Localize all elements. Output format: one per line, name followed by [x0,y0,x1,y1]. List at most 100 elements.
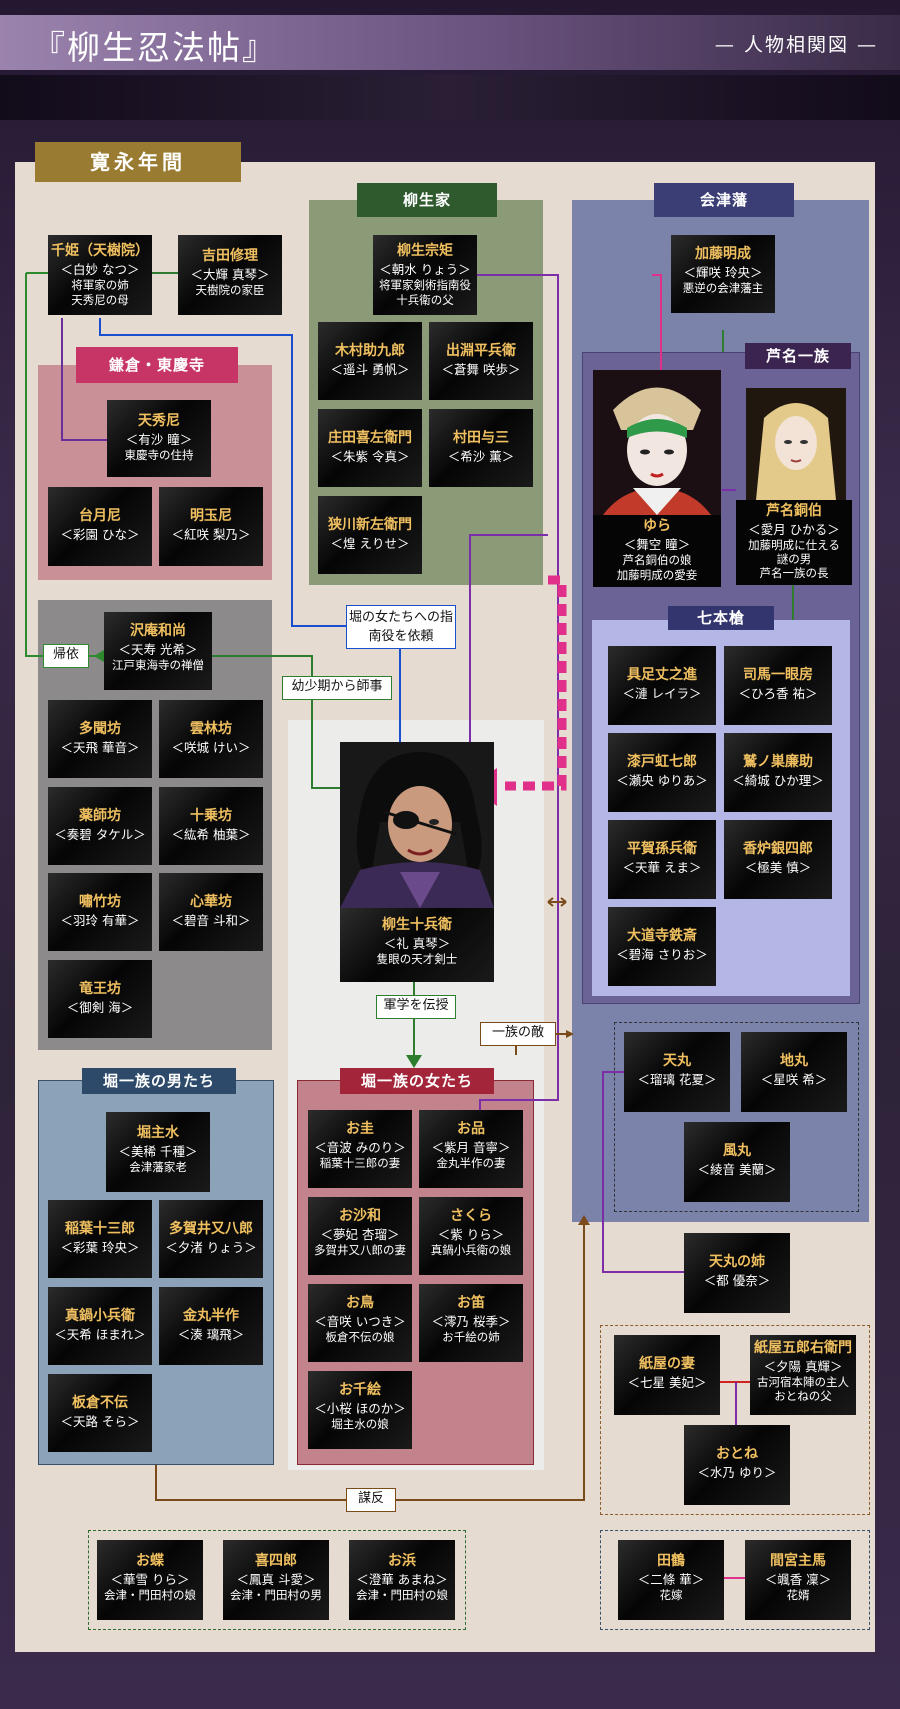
person-tamonbo[interactable]: 多聞坊 ＜天飛 華音＞ [48,700,152,778]
person-murata[interactable]: 村田与三 ＜希沙 薫＞ [429,409,533,487]
person-kamiya-tsuma[interactable]: 紙屋の妻 ＜七星 美妃＞ [614,1335,720,1415]
person-actor: ＜碧海 さりお＞ [616,947,708,962]
person-name: 千姫（天樹院） [51,243,149,259]
person-actor: ＜夕渚 りょう＞ [165,1240,257,1255]
person-actor: ＜夢妃 杏瑠＞ [320,1227,400,1242]
person-okei[interactable]: お圭 ＜音波 みのり＞ 稲葉十三郎の妻 [308,1110,412,1188]
person-desc: 金丸半作の妻 [436,1156,506,1170]
person-name: 稲葉十三郎 [65,1221,135,1237]
person-taigetsuni[interactable]: 台月尼 ＜彩園 ひな＞ [48,487,152,566]
tag-ashina: 芦名一族 [745,343,851,369]
person-taga[interactable]: 多賀井又八郎 ＜夕渚 りょう＞ [159,1200,263,1278]
person-actor: ＜奏碧 タケル＞ [54,827,146,842]
person-daidoji[interactable]: 大道寺鉄斎 ＜碧海 さりお＞ [608,907,716,986]
person-jubei[interactable]: 柳生十兵衛 ＜礼 真琴＞ 隻眼の天才剣士 [340,908,494,982]
person-inaba[interactable]: 稲葉十三郎 ＜彩葉 玲央＞ [48,1200,152,1278]
person-yakushibo[interactable]: 薬師坊 ＜奏碧 タケル＞ [48,787,152,865]
person-actor: ＜白妙 なつ＞ [60,262,140,277]
tag-shichihon: 七本槍 [668,606,774,630]
person-kishiro[interactable]: 喜四郎 ＜鳳真 斗愛＞ 会津・門田村の男 [223,1540,329,1620]
person-urushido[interactable]: 漆戸虹七郎 ＜瀬央 ゆりあ＞ [608,733,716,812]
person-dohaku[interactable]: 芦名銅伯 ＜愛月 ひかる＞ 加藤明成に仕える 謎の男 芦名一族の長 [736,500,852,585]
person-munenori[interactable]: 柳生宗矩 ＜朝水 りょう＞ 将軍家剣術指南役 十兵衛の父 [373,235,477,315]
person-itakura[interactable]: 板倉不伝 ＜天路 そら＞ [48,1374,152,1452]
person-hiraga[interactable]: 平賀孫兵衛 ＜天華 えま＞ [608,820,716,899]
person-horimondo[interactable]: 堀主水 ＜美稀 千種＞ 会津藩家老 [106,1112,210,1192]
person-idebuchi[interactable]: 出淵平兵衛 ＜蒼舞 咲歩＞ [429,322,533,400]
person-desc: 花嫁 [659,1588,683,1602]
person-tazu[interactable]: 田鶴 ＜二條 華＞ 花嫁 [618,1540,724,1620]
line-senhime-takuan [25,272,104,657]
person-name: 板倉不伝 [72,1395,128,1411]
person-gusoku[interactable]: 具足丈之進 ＜漣 レイラ＞ [608,646,716,725]
person-name: 嘯竹坊 [79,894,121,910]
person-otone[interactable]: おとね ＜水乃 ゆり＞ [684,1425,790,1505]
person-actor: ＜輝咲 玲央＞ [683,265,763,280]
brown-arrow-head [578,1215,590,1225]
person-actor: ＜澄華 あまね＞ [356,1572,448,1587]
person-desc: 多賀井又八郎の妻 [314,1243,406,1257]
person-yura[interactable]: ゆら ＜舞空 瞳＞ 芦名銅伯の娘 加藤明成の愛妾 [593,515,721,587]
person-name: 紙屋の妻 [639,1356,695,1372]
person-kato[interactable]: 加藤明成 ＜輝咲 玲央＞ 悪逆の会津藩主 [671,235,775,313]
person-shochikubo[interactable]: 嘯竹坊 ＜羽玲 有華＞ [48,873,152,951]
person-actor: ＜朝水 りょう＞ [379,262,471,277]
person-desc: 芦名銅伯の娘 加藤明成の愛妾 [616,553,698,582]
person-actor: ＜煌 えりせ＞ [330,536,410,551]
person-washinosu[interactable]: 鷲ノ巣廉助 ＜綺城 ひか理＞ [724,733,832,812]
brown-arrow-head2 [566,1030,574,1038]
person-sakura[interactable]: さくら ＜紫 りら＞ 真鍋小兵衛の娘 [419,1197,523,1275]
person-actor: ＜大輝 真琴＞ [190,267,270,282]
person-otori[interactable]: お鳥 ＜音咲 いつき＞ 板倉不伝の娘 [308,1284,412,1362]
person-kanamaru[interactable]: 金丸半作 ＜湊 璃飛＞ [159,1287,263,1365]
person-sayama[interactable]: 狭川新左衛門 ＜煌 えりせ＞ [318,496,422,574]
person-manabe[interactable]: 真鍋小兵衛 ＜天希 ほまれ＞ [48,1287,152,1365]
person-tenmaru-ane[interactable]: 天丸の姉 ＜都 優奈＞ [684,1233,790,1313]
person-jujobo[interactable]: 十乗坊 ＜紘希 柚葉＞ [159,787,263,865]
person-osawa[interactable]: お沙和 ＜夢妃 杏瑠＞ 多賀井又八郎の妻 [308,1197,412,1275]
person-name: 金丸半作 [183,1308,239,1324]
person-unrinbo[interactable]: 雲林坊 ＜咲城 けい＞ [159,700,263,778]
person-shoda[interactable]: 庄田喜左衛門 ＜朱紫 令真＞ [318,409,422,487]
person-name: おとね [716,1446,758,1462]
person-tenshuni[interactable]: 天秀尼 ＜有沙 瞳＞ 東慶寺の住持 [107,400,211,477]
person-kamiya[interactable]: 紙屋五郎右衛門 ＜夕陽 真輝＞ 古河宿本陣の主人 おとねの父 [750,1335,856,1415]
person-ryuobo[interactable]: 竜王坊 ＜御剣 海＞ [48,960,152,1038]
person-senhime[interactable]: 千姫（天樹院） ＜白妙 なつ＞ 将軍家の姉 天秀尼の母 [48,235,152,315]
label-rebellion: 謀反 [346,1488,396,1512]
person-ochie[interactable]: お千絵 ＜小桜 ほのか＞ 堀主水の娘 [308,1371,412,1449]
person-desc: 会津藩家老 [129,1160,187,1174]
person-shinkebo[interactable]: 心華坊 ＜碧音 斗和＞ [159,873,263,951]
line-kato-yura [652,274,662,370]
line-aizu-arrow [547,897,567,907]
person-kimura[interactable]: 木村助九郎 ＜遥斗 勇帆＞ [318,322,422,400]
person-desc: 天樹院の家臣 [195,283,265,297]
person-ohama[interactable]: お浜 ＜澄華 あまね＞ 会津・門田村の娘 [349,1540,455,1620]
person-name: 平賀孫兵衛 [627,841,697,857]
tag-aizu: 会津藩 [654,183,794,217]
person-name: お浜 [388,1553,416,1569]
person-ofue[interactable]: お笛 ＜澪乃 桜季＞ お千絵の姉 [419,1284,523,1362]
person-oshina[interactable]: お品 ＜紫月 音寧＞ 金丸半作の妻 [419,1110,523,1188]
person-actor: ＜天路 そら＞ [60,1414,140,1429]
person-name: 紙屋五郎右衛門 [754,1340,852,1356]
person-name: 加藤明成 [695,246,751,262]
person-name: 鷲ノ巣廉助 [743,754,813,770]
person-chimaru[interactable]: 地丸 ＜星咲 希＞ [741,1032,847,1112]
person-desc: 加藤明成に仕える 謎の男 芦名一族の長 [748,538,840,580]
label-enemy: 一族の敵 [480,1022,556,1046]
person-actor: ＜音咲 いつき＞ [314,1314,406,1329]
person-desc: 江戸東海寺の禅僧 [112,658,204,672]
person-takuan[interactable]: 沢庵和尚 ＜天寿 光希＞ 江戸東海寺の禅僧 [104,612,212,690]
person-mamiya[interactable]: 間宮主馬 ＜颯香 凜＞ 花婿 [745,1540,851,1620]
person-actor: ＜有沙 瞳＞ [125,432,193,447]
person-ocho[interactable]: お蝶 ＜華雪 りら＞ 会津・門田村の娘 [97,1540,203,1620]
person-tenmaru[interactable]: 天丸 ＜瑠璃 花夏＞ [624,1032,730,1112]
person-myogyokuni[interactable]: 明玉尼 ＜紅咲 梨乃＞ [159,487,263,566]
person-shiba[interactable]: 司馬一眼房 ＜ひろ香 祐＞ [724,646,832,725]
person-yoshida[interactable]: 吉田修理 ＜大輝 真琴＞ 天樹院の家臣 [178,235,282,315]
person-fumaru[interactable]: 風丸 ＜綾音 美蘭＞ [684,1122,790,1202]
person-koro[interactable]: 香炉銀四郎 ＜極美 慎＞ [724,820,832,899]
person-actor: ＜瀬央 ゆりあ＞ [616,773,708,788]
person-desc: 会津・門田村の男 [230,1588,322,1602]
